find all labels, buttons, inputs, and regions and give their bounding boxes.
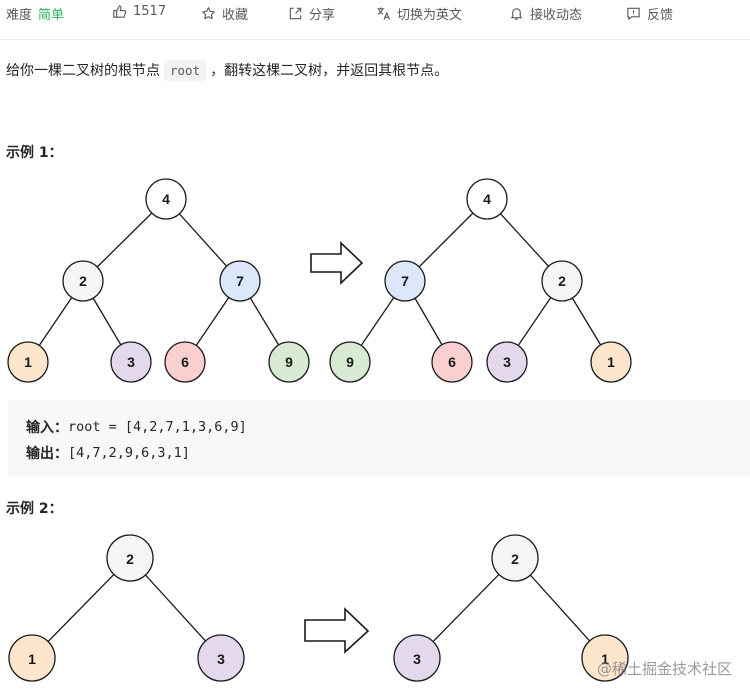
switch-language-button[interactable]: 切换为英文 [376, 4, 462, 23]
example-1-title: 示例 1： [6, 145, 63, 161]
tree-node: 9 [329, 341, 371, 383]
svg-text:4: 4 [162, 191, 170, 207]
arrow-icon [304, 607, 370, 654]
switch-language-label: 切换为英文 [397, 8, 463, 23]
watermark: @稀土掘金技术社区 [597, 658, 732, 679]
svg-text:2: 2 [511, 551, 519, 567]
svg-text:3: 3 [127, 354, 135, 370]
difficulty-value: 简单 [38, 8, 65, 23]
tree-node: 2 [62, 260, 104, 302]
share-icon [289, 7, 302, 20]
example-1-output-line: 输出： [4,7,2,9,6,3,1] [26, 440, 732, 466]
like-button[interactable]: 1517 [112, 4, 166, 19]
collect-label: 收藏 [222, 8, 249, 23]
example-1-io-block: 输入： root = [4,2,7,1,3,6,9] 输出： [4,7,2,9,… [8, 400, 750, 476]
svg-text:3: 3 [503, 354, 511, 370]
svg-text:1: 1 [607, 354, 615, 370]
svg-text:3: 3 [413, 651, 421, 667]
svg-text:2: 2 [79, 273, 87, 289]
star-icon [202, 7, 215, 20]
example-2-diagram: 2 1 3 2 3 1 [8, 534, 629, 682]
tree-node: 1 [590, 341, 632, 383]
svg-text:3: 3 [217, 651, 225, 667]
subscribe-button[interactable]: 接收动态 [509, 4, 582, 23]
share-button[interactable]: 分享 [288, 4, 335, 23]
svg-text:7: 7 [236, 273, 244, 289]
feedback-label: 反馈 [647, 8, 674, 23]
svg-text:9: 9 [346, 354, 354, 370]
tree-node: 4 [145, 178, 187, 220]
tree-node: 7 [384, 260, 426, 302]
tree-node: 3 [197, 634, 245, 682]
tree-node: 1 [8, 634, 56, 682]
tree-node: 9 [268, 341, 310, 383]
svg-text:9: 9 [285, 354, 293, 370]
svg-text:6: 6 [181, 354, 189, 370]
input-value: root = [4,2,7,1,3,6,9] [68, 419, 247, 435]
example-2-tree-after: 2 3 1 [393, 534, 629, 682]
problem-toolbar: 难度 简单 1517 收藏 分享 切换为英文 接收动态 反馈 [0, 0, 750, 40]
tree-node: 3 [486, 341, 528, 383]
tree-node: 1 [581, 634, 629, 682]
difficulty-indicator: 难度 简单 [6, 4, 64, 23]
tree-node: 7 [219, 260, 261, 302]
arrow-icon [310, 241, 364, 285]
thumbs-up-icon [113, 5, 127, 18]
input-label: 输入： [26, 420, 68, 436]
svg-text:1: 1 [24, 354, 32, 370]
collect-button[interactable]: 收藏 [201, 4, 248, 23]
tree-node: 1 [7, 341, 49, 383]
example-2-title: 示例 2： [6, 501, 63, 517]
tree-node: 4 [466, 178, 508, 220]
tree-node: 6 [164, 341, 206, 383]
feedback-button[interactable]: 反馈 [626, 4, 673, 23]
svg-text:2: 2 [558, 273, 566, 289]
tree-node: 3 [393, 634, 441, 682]
tree-node: 2 [541, 260, 583, 302]
tree-node: 2 [106, 534, 154, 582]
svg-text:4: 4 [483, 191, 491, 207]
tree-node: 2 [491, 534, 539, 582]
subscribe-label: 接收动态 [530, 8, 583, 23]
output-value: [4,7,2,9,6,3,1] [68, 445, 190, 461]
svg-text:1: 1 [601, 651, 609, 667]
tree-node: 3 [110, 341, 152, 383]
watermark-text: @稀土掘金技术社区 [596, 660, 732, 678]
example-1-diagram: 4 2 7 1 3 6 9 4 7 2 9 6 3 1 [7, 178, 632, 383]
like-count: 1517 [133, 4, 167, 19]
example-1-input-line: 输入： root = [4,2,7,1,3,6,9] [26, 414, 732, 440]
feedback-icon [627, 7, 640, 21]
share-label: 分享 [309, 8, 336, 23]
example-1-tree-before: 4 2 7 1 3 6 9 [7, 178, 310, 383]
example-1-tree-after: 4 7 2 9 6 3 1 [329, 178, 632, 383]
translate-icon [377, 7, 391, 20]
svg-text:6: 6 [448, 354, 456, 370]
description-code: root [164, 60, 207, 81]
difficulty-label: 难度 [6, 8, 33, 23]
svg-text:7: 7 [401, 273, 409, 289]
svg-text:2: 2 [126, 551, 134, 567]
bell-icon [510, 8, 523, 20]
example-2-tree-before: 2 1 3 [8, 534, 245, 682]
svg-text:1: 1 [28, 651, 36, 667]
tree-node: 6 [431, 341, 473, 383]
description-text-before: 给你一棵二叉树的根节点 [6, 63, 160, 79]
description-text-after: ，翻转这棵二叉树，并返回其根节点。 [210, 63, 449, 79]
output-label: 输出： [26, 446, 68, 462]
